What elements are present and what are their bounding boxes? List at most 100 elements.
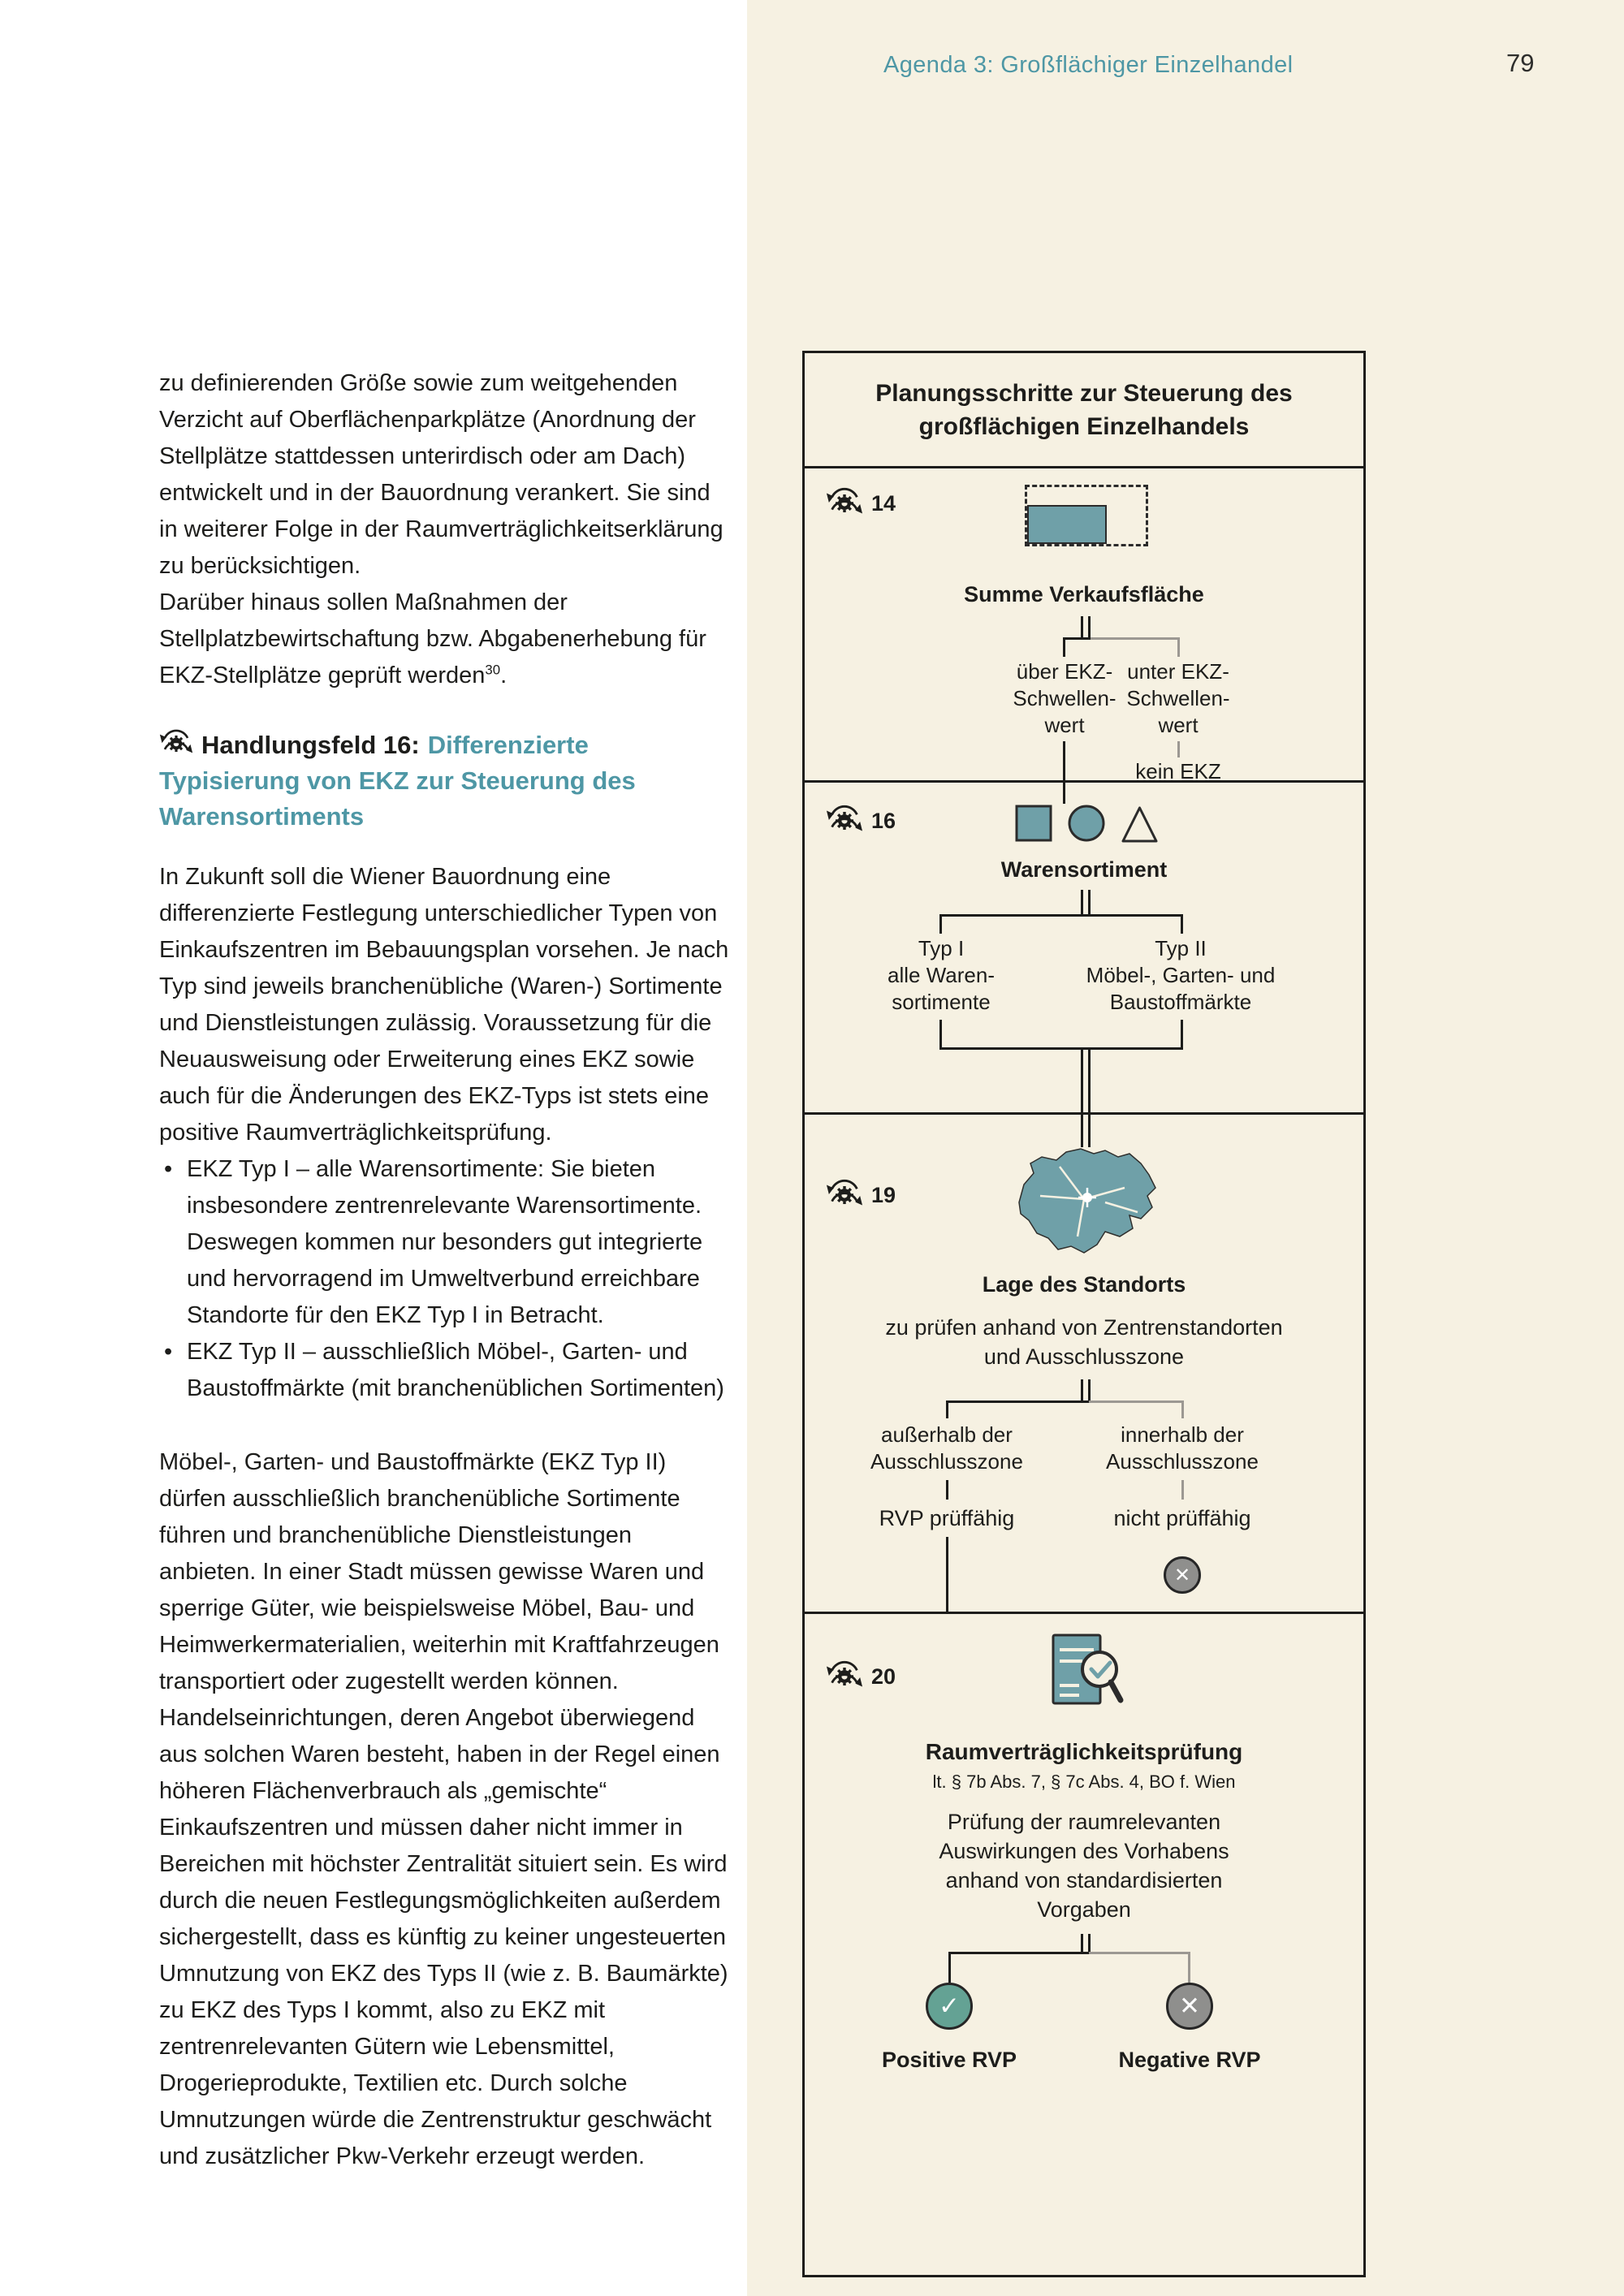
step-label: Warensortiment [1000,857,1168,882]
negative-cross-icon: ✕ [1166,1983,1213,2030]
flowchart-step-14: 14 Summe Verkaufsfläche über EKZ- Schwel… [802,466,1366,783]
planning-flowchart: Planungsschritte zur Steuerung des großf… [802,351,1366,2277]
connector [946,1400,1089,1403]
assortment-shapes-icon [1015,805,1158,843]
connector [1088,1379,1091,1400]
connector [1188,1952,1190,1983]
connector [1177,637,1180,657]
gear-cycle-icon [826,1658,863,1695]
connector [939,914,1183,917]
connector [939,1047,1183,1050]
flowchart-step-19: 19 Lage des Standorts zu prüfen anhand v… [802,1112,1366,1614]
step-sublabel: Prüfung der raumrelevanten Auswirkungen … [939,1810,1229,1922]
connector [1081,1379,1083,1400]
list-item-ekz-typ-2: EKZ Typ II – ausschließlich Möbel-, Gart… [159,1334,732,1407]
body-text-column: zu definierenden Größe sowie zum weitgeh… [159,365,732,2175]
legal-reference: lt. § 7b Abs. 7, § 7c Abs. 4, BO f. Wien [932,1772,1236,1792]
outcome-rvp-prueffaehig: RVP prüffähig [879,1506,1015,1530]
connector [948,1952,951,1983]
step-sublabel: zu prüfen anhand von Zentrenstandorten u… [885,1315,1283,1369]
connector [1091,637,1180,640]
gear-cycle-icon [826,802,863,839]
connector [1181,914,1183,934]
flowchart-step-20: 20 Raumverträglichkeitsprüfung lt. § 7b … [802,1612,1366,2277]
sales-area-solid-rect [1027,505,1107,544]
paragraph-zukunft: In Zukunft soll die Wiener Bauordnung ei… [159,864,729,1146]
branch-outside-zone: außerhalb der Ausschlusszone [870,1422,1023,1474]
paragraph-text: Darüber hinaus sollen Maßnahmen der Stel… [159,589,706,688]
connector [1063,637,1065,657]
gear-cycle-icon [826,485,863,522]
connector [1081,1047,1083,1112]
connector [1089,1952,1190,1954]
connector [1088,1115,1091,1147]
branch-typ-1: Typ I alle Waren- sortimente [888,936,995,1014]
page-number: 79 [1506,49,1535,77]
sales-area-shape-icon [1025,485,1148,546]
gear-cycle-icon [826,1176,863,1214]
footnote-reference: 30 [485,662,501,678]
paragraph-stellplatz: Darüber hinaus sollen Maßnahmen der Stel… [159,585,732,694]
heading-prefix: Handlungsfeld 16: [201,731,420,759]
connector [1063,783,1065,804]
connector [946,1537,948,1612]
cross-glyph: ✕ [1173,1564,1191,1586]
connector [1088,1934,1091,1952]
connector [1177,741,1180,757]
step-number-label: 14 [871,490,896,516]
right-panel-background [747,0,1624,2296]
step-number-20: 20 [826,1658,896,1695]
step-number-label: 19 [871,1182,896,1207]
heading-accent: Differenzierte Typisierung von EKZ zur S… [159,731,636,831]
step-number-label: 16 [871,808,896,833]
outcome-positive-rvp: Positive RVP [881,2048,1017,2072]
vienna-map-icon [1018,1148,1156,1254]
running-header: Agenda 3: Großflächiger Einzelhandel [883,52,1294,78]
connector [1089,1400,1184,1403]
sentence-end: . [500,662,508,688]
cross-glyph: ✕ [1179,1992,1200,2020]
connector [1081,616,1083,637]
step-label: Lage des Standorts [982,1272,1186,1297]
section-heading-handlungsfeld-16: Handlungsfeld 16:Differenzierte Typisier… [159,727,679,835]
connector [1088,1047,1091,1112]
connector [939,1020,942,1049]
negative-cross-icon: ✕ [1164,1556,1201,1594]
step-label: Raumverträglichkeitsprüfung [925,1739,1243,1764]
connector [1088,616,1091,637]
connector [946,1400,948,1418]
connector [1181,1020,1183,1049]
check-glyph: ✓ [939,1992,960,2020]
paragraph-moebel: Möbel-, Garten- und Baustoffmärkte (EKZ … [159,1449,728,2169]
connector [939,914,942,934]
outcome-kein-ekz: kein EKZ [1135,759,1221,783]
step-number-14: 14 [826,485,896,522]
branch-over-threshold: über EKZ- Schwellen- wert [1013,659,1116,737]
outcome-nicht-prueffaehig: nicht prüffähig [1113,1506,1251,1530]
ekz-type-list: EKZ Typ I – alle Warensortimente: Sie bi… [159,1151,732,1407]
connector [948,1952,1089,1954]
connector [1063,741,1065,780]
connector [946,1480,948,1500]
connector [1081,1115,1083,1147]
connector [1081,890,1083,914]
branch-inside-zone: innerhalb der Ausschlusszone [1106,1422,1259,1474]
gear-cycle-icon [159,728,193,755]
flowchart-step-16: 16 Warensortiment Typ I alle Waren- sort… [802,780,1366,1115]
list-item-ekz-typ-1: EKZ Typ I – alle Warensortimente: Sie bi… [159,1151,732,1334]
paragraph-parking: zu definierenden Größe sowie zum weitgeh… [159,370,723,579]
connector [1088,890,1091,914]
step-number-label: 20 [871,1664,896,1689]
step-number-19: 19 [826,1176,896,1214]
branch-typ-2: Typ II Möbel-, Garten- und Baustoffmärkt… [1086,936,1276,1014]
audit-document-icon [1052,1634,1124,1705]
flowchart-title-box: Planungsschritte zur Steuerung des großf… [802,351,1366,468]
connector [1081,1934,1083,1952]
connector [1063,637,1091,640]
connector [1181,1480,1184,1500]
step-label: Summe Verkaufsfläche [964,582,1204,606]
outcome-negative-rvp: Negative RVP [1118,2048,1261,2072]
positive-check-icon: ✓ [926,1983,973,2030]
connector [1181,1400,1184,1418]
